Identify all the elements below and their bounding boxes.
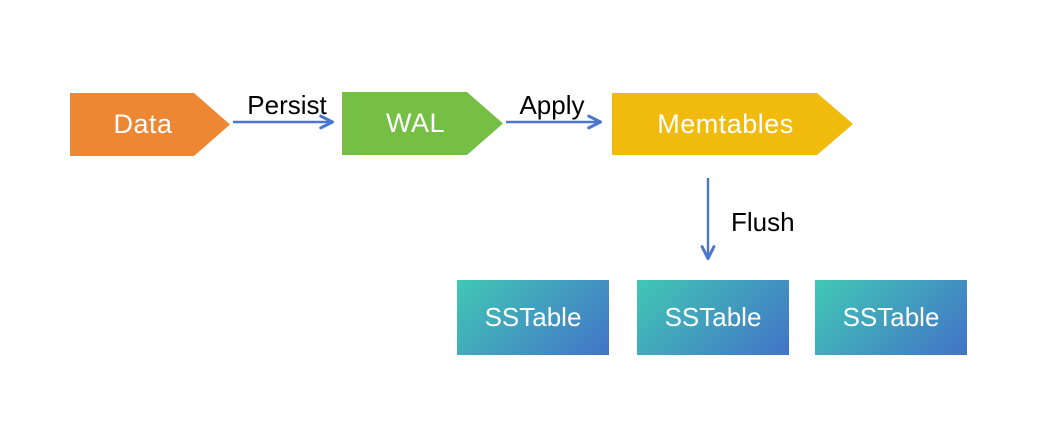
node-sstable-1: SSTable — [457, 280, 609, 355]
node-memtables-label: Memtables — [657, 108, 794, 139]
node-wal-label: WAL — [385, 108, 445, 138]
node-sstable-1-label: SSTable — [484, 302, 582, 332]
node-data: Data — [70, 93, 230, 156]
node-data-label: Data — [113, 109, 173, 139]
edge-label-apply: Apply — [519, 90, 585, 120]
node-sstable-3-label: SSTable — [842, 302, 940, 332]
node-wal: WAL — [342, 92, 503, 155]
node-sstable-2-label: SSTable — [664, 302, 762, 332]
node-sstable-2: SSTable — [637, 280, 789, 355]
edge-label-flush: Flush — [731, 207, 795, 237]
node-sstable-3: SSTable — [815, 280, 967, 355]
edge-label-persist: Persist — [247, 90, 327, 120]
node-memtables: Memtables — [612, 93, 853, 155]
